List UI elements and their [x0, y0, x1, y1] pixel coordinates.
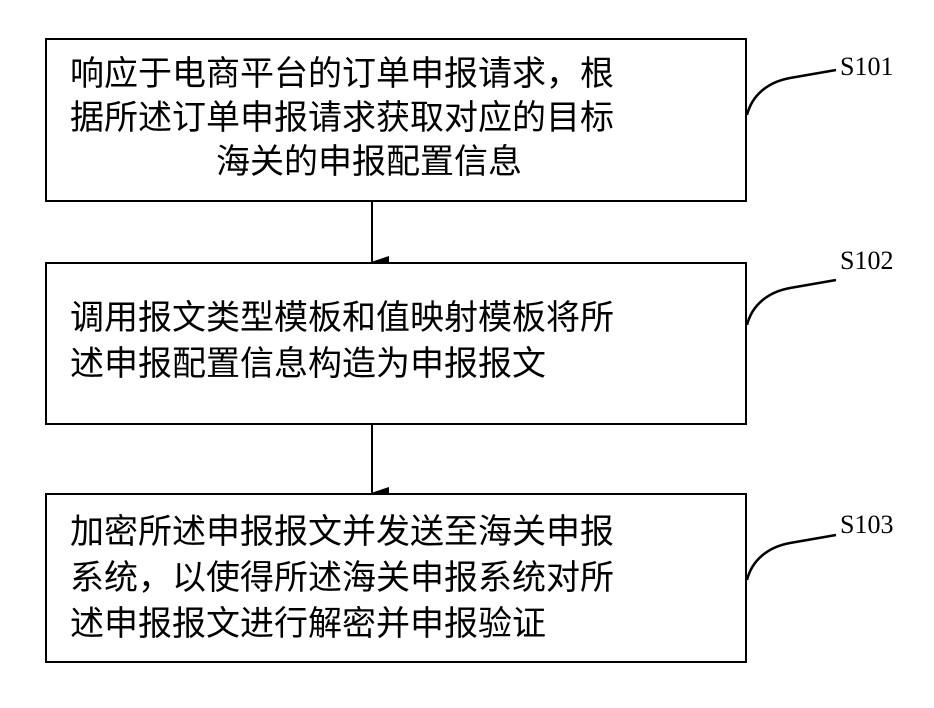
step-s102-line-2: 述申报配置信息构造为申报报文: [70, 342, 546, 386]
step-s101-line-2: 据所述订单申报请求获取对应的目标: [70, 96, 614, 140]
step-s102-line-1: 调用报文类型模板和值映射模板将所: [70, 296, 614, 340]
leader-line-s103: [747, 535, 836, 580]
step-s103-line-2: 系统，以使得所述海关申报系统对所: [70, 556, 614, 600]
step-s103-line-1: 加密所述申报报文并发送至海关申报: [70, 510, 614, 554]
step-id-s102: S102: [840, 246, 893, 276]
step-s101-line-1: 响应于电商平台的订单申报请求，根: [70, 52, 614, 96]
leader-line-s101: [747, 70, 836, 115]
step-id-s103: S103: [840, 510, 893, 540]
step-s101-line-3: 海关的申报配置信息: [216, 140, 522, 184]
leader-line-s102: [747, 280, 836, 325]
step-s103-line-3: 述申报报文进行解密并申报验证: [70, 602, 546, 646]
step-id-s101: S101: [840, 52, 893, 82]
